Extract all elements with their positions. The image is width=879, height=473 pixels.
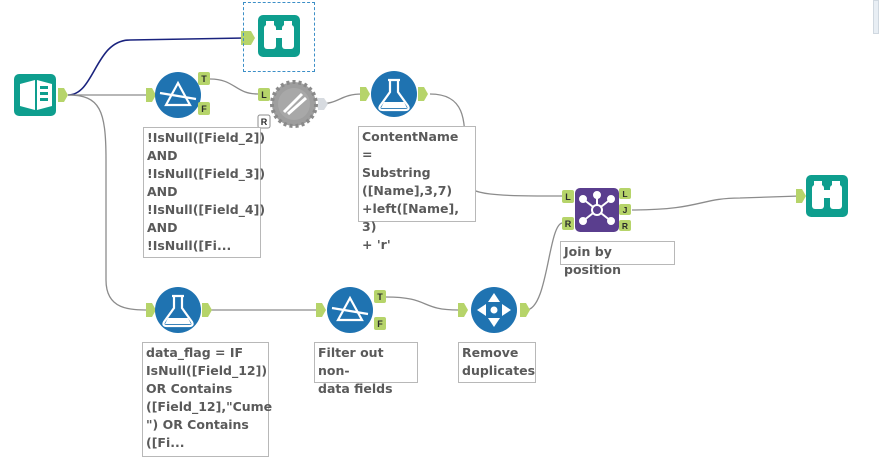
input-anchor[interactable] — [241, 31, 255, 45]
connection-input-to-formula[interactable] — [67, 94, 151, 311]
connection-filter-true-to-join-left[interactable] — [209, 78, 259, 95]
input-anchor[interactable] — [796, 189, 806, 203]
right-anchor[interactable] — [562, 217, 574, 230]
false-anchor-label: F — [377, 319, 383, 329]
output-anchor[interactable] — [520, 303, 530, 317]
join-output-anchor[interactable] — [619, 204, 631, 215]
left-output-anchor[interactable] — [619, 188, 631, 199]
filter-nulls-annotation[interactable]: !IsNull([Field_2]) AND !IsNull([Field_3]… — [143, 127, 265, 258]
false-anchor-label: F — [201, 104, 207, 114]
false-anchor[interactable] — [198, 102, 210, 115]
input-anchor[interactable] — [360, 87, 370, 101]
binoculars-icon — [264, 21, 294, 49]
output-anchor[interactable] — [418, 87, 428, 101]
input-anchor[interactable] — [146, 88, 156, 102]
input-anchor[interactable] — [146, 303, 156, 317]
connection-input-to-browse[interactable] — [67, 37, 246, 96]
right-anchor-label: R — [261, 117, 268, 127]
input-data-tool[interactable] — [14, 74, 68, 116]
true-anchor[interactable] — [198, 72, 210, 85]
join-tool[interactable]: L R — [257, 80, 328, 129]
selection-box — [243, 2, 315, 72]
right-anchor[interactable] — [257, 114, 271, 129]
flask-icon — [162, 294, 194, 328]
connection-unique-to-joinmulti-right[interactable] — [525, 222, 563, 311]
join-output-anchor-label: J — [623, 205, 628, 215]
input-anchor[interactable] — [458, 303, 468, 317]
filter-non-data-annotation[interactable]: Filter out non- data fields — [314, 342, 418, 396]
output-anchor[interactable] — [202, 303, 212, 317]
flask-icon — [378, 78, 410, 112]
filter-icon — [159, 80, 197, 107]
true-anchor-label: T — [377, 292, 383, 302]
left-output-anchor-label: L — [622, 189, 627, 199]
gear-icon — [270, 80, 318, 128]
flag-formula-annotation[interactable]: data_flag = IF IsNull([Field_12]) OR Con… — [142, 342, 272, 457]
left-anchor[interactable] — [258, 88, 270, 101]
left-anchor-label: L — [261, 90, 267, 100]
input-anchor[interactable] — [316, 303, 326, 317]
formula-tool-flag[interactable] — [146, 287, 212, 333]
right-output-anchor-label: R — [622, 221, 628, 231]
false-anchor[interactable] — [374, 317, 386, 330]
unique-tool[interactable] — [458, 287, 530, 333]
true-anchor-label: T — [201, 74, 207, 84]
filter-icon — [331, 295, 369, 322]
join-multiple-tool[interactable]: L R L J R — [562, 188, 631, 232]
right-anchor-label: R — [565, 219, 572, 229]
true-anchor[interactable] — [374, 290, 386, 303]
join-by-position-annotation[interactable]: Join by position — [560, 241, 675, 277]
window-edge — [873, 0, 879, 34]
binoculars-icon — [812, 181, 842, 209]
connection-joinmulti-to-browse[interactable] — [631, 195, 801, 211]
filter-tool-non-data[interactable]: T F — [316, 287, 386, 333]
left-anchor[interactable] — [562, 190, 574, 203]
output-anchor[interactable] — [58, 88, 68, 102]
remove-duplicates-annotation[interactable]: Remove duplicates — [458, 342, 536, 383]
browse-tool-top[interactable] — [241, 15, 300, 57]
content-formula-annotation[interactable]: ContentName = Substring ([Name],3,7) +le… — [358, 126, 476, 252]
left-anchor-label: L — [565, 192, 571, 202]
formula-tool-content[interactable] — [360, 71, 428, 117]
connection-filter-true-to-unique[interactable] — [385, 296, 459, 311]
unique-arrows-icon — [477, 293, 511, 327]
network-icon — [579, 191, 615, 225]
filter-tool-nulls[interactable]: T F — [146, 72, 210, 118]
right-output-anchor[interactable] — [619, 220, 631, 231]
browse-tool-right[interactable] — [796, 175, 848, 217]
